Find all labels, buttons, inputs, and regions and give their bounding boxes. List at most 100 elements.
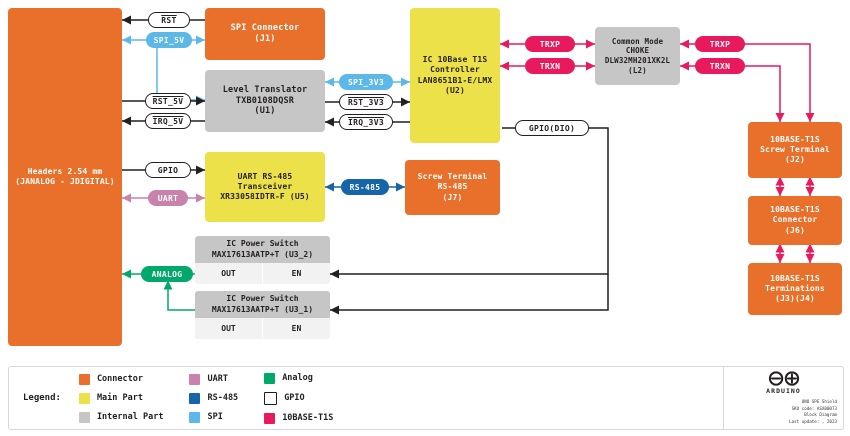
choke-line-2: CHOKE: [625, 46, 650, 56]
legend-panel: Legend: Connector Main Part Internal Par…: [8, 366, 844, 430]
choke-line-1: Common Mode: [611, 36, 664, 46]
signal-rst[interactable]: RST: [148, 12, 190, 28]
screw-485-line-1: Screw Terminal: [417, 172, 488, 182]
legend-swatch-gpio: [264, 391, 278, 405]
signal-trxn-right[interactable]: TRXN: [695, 58, 745, 74]
t1s-terminations-block[interactable]: 10BASE-T1S Terminations (J3)(J4): [748, 263, 842, 315]
arduino-infinity-logo-icon: [768, 371, 799, 386]
power-switch-u3-2-en[interactable]: EN: [262, 263, 330, 284]
brand-panel: ARDUINO UNO SPE Shield SKU code: ASX0007…: [723, 367, 843, 429]
legend-label-connector: Connector: [96, 374, 143, 384]
level-translator-line-2: TXB0108DQSR: [235, 95, 295, 106]
common-mode-choke-block[interactable]: Common Mode CHOKE DLW32MH201XK2L (L2): [595, 27, 680, 85]
power-switch-u3-2-title: IC Power Switch MAX17613AATP+T (U3_2): [195, 236, 330, 263]
signal-spi-3v3[interactable]: SPI_3V3: [339, 74, 393, 90]
legend-item-rs485: RS-485: [189, 392, 238, 404]
signal-trxp-right-label: TRXP: [709, 39, 731, 49]
legend-item-analog: Analog: [264, 372, 333, 384]
t1s-connector-block[interactable]: 10BASE-T1S Connector (J6): [748, 196, 842, 245]
screw-485-line-2: RS-485: [437, 182, 468, 192]
headers-line-2: (JANALOG - JDIGITAL): [15, 177, 115, 186]
headers-block[interactable]: Headers 2.54 mm (JANALOG - JDIGITAL): [8, 8, 122, 346]
screw-terminal-rs485-block[interactable]: Screw Terminal RS-485 (J7): [405, 160, 500, 215]
legend-swatch-internal-part: [78, 411, 90, 423]
brand-meta-line-3: Block Diagram: [804, 412, 837, 417]
arduino-wordmark: ARDUINO: [766, 387, 801, 395]
signal-rst-5v[interactable]: RST_5V: [145, 93, 191, 109]
legend-column-3: Analog GPIO 10BASE-T1S: [264, 372, 333, 424]
legend-label-main-part: Main Part: [96, 393, 143, 403]
power-switch-u3-2[interactable]: IC Power Switch MAX17613AATP+T (U3_2) OU…: [195, 236, 330, 284]
legend-item-spi: SPI: [189, 411, 238, 423]
brand-meta-line-1: UNO SPE Shield: [801, 399, 837, 404]
spi-connector-block[interactable]: SPI Connector (J1): [205, 8, 325, 60]
signal-trxp-left[interactable]: TRXP: [525, 36, 575, 52]
uart-rs485-transceiver-block[interactable]: UART RS-485 Transceiver XR33058IDTR-F (U…: [205, 152, 325, 222]
legend-swatch-connector: [78, 373, 90, 385]
psw1-title-2: MAX17613AATP+T (U3_1): [211, 304, 314, 314]
psw2-title-2: MAX17613AATP+T (U3_2): [211, 249, 314, 259]
power-switch-u3-1-out[interactable]: OUT: [195, 318, 262, 339]
legend-label-spi: SPI: [207, 412, 223, 422]
legend-item-connector: Connector: [78, 373, 164, 385]
signal-gpio-dio-label: GPIO(DIO): [528, 123, 576, 133]
signal-trxn-right-label: TRXN: [709, 61, 731, 71]
uart-line-2: Transceiver: [237, 181, 293, 191]
level-translator-line-1: Level Translator: [222, 84, 308, 95]
power-switch-u3-1-title: IC Power Switch MAX17613AATP+T (U3_1): [195, 291, 330, 318]
brand-meta: UNO SPE Shield SKU code: ASX00073 Block …: [730, 399, 837, 425]
signal-trxp-right[interactable]: TRXP: [695, 36, 745, 52]
screw-485-line-3: (J7): [442, 192, 463, 202]
signal-trxn-left[interactable]: TRXN: [525, 58, 575, 74]
t1s-screw-line-3: (J2): [785, 155, 805, 165]
signal-irq-3v3[interactable]: IRQ_3V3: [339, 114, 393, 130]
legend-swatch-uart: [189, 373, 201, 385]
t1s-screw-line-1: 10BASE-T1S: [770, 134, 820, 144]
legend-label-uart: UART: [207, 374, 228, 384]
signal-rst-3v3-label: RST_3V3: [348, 97, 384, 107]
power-switch-u3-2-out[interactable]: OUT: [195, 263, 262, 284]
signal-uart[interactable]: UART: [148, 190, 188, 206]
signal-rst-3v3[interactable]: RST_3V3: [339, 94, 393, 110]
legend-items: Legend: Connector Main Part Internal Par…: [9, 367, 723, 429]
signal-rs485-label: RS-485: [349, 182, 381, 192]
legend-column-1: Connector Main Part Internal Part: [78, 373, 164, 423]
signal-gpio-dio[interactable]: GPIO(DIO): [515, 120, 589, 136]
t1s-ctrl-line-4: (U2): [445, 85, 465, 95]
t1s-ctrl-line-3: LAN8651B1-E/LMX: [417, 75, 493, 85]
signal-rst-5v-label: RST_5V: [152, 96, 184, 106]
signal-gpio-label: GPIO: [157, 165, 179, 175]
power-switch-u3-1-en[interactable]: EN: [262, 318, 330, 339]
level-translator-block[interactable]: Level Translator TXB0108DQSR (U1): [205, 70, 325, 132]
signal-spi-5v[interactable]: SPI_5V: [146, 32, 192, 48]
signal-trxn-left-label: TRXN: [539, 61, 561, 71]
headers-line-1: Headers 2.54 mm: [27, 166, 103, 176]
legend-swatch-main-part: [78, 392, 90, 404]
signal-irq-5v[interactable]: IRQ_5V: [145, 113, 191, 129]
uart-line-1: UART RS-485: [237, 171, 293, 181]
signal-gpio[interactable]: GPIO: [145, 162, 191, 178]
legend-swatch-analog: [264, 372, 276, 384]
legend-item-internal-part: Internal Part: [78, 411, 164, 423]
t1s-term-line-2: Terminations: [765, 283, 825, 293]
power-switch-u3-1[interactable]: IC Power Switch MAX17613AATP+T (U3_1) OU…: [195, 291, 330, 339]
signal-rs485[interactable]: RS-485: [341, 179, 389, 195]
legend-swatch-10base-t1s: [264, 412, 276, 424]
legend-swatch-spi: [189, 411, 201, 423]
signal-trxp-left-label: TRXP: [539, 39, 561, 49]
psw2-title-1: IC Power Switch: [226, 239, 299, 249]
psw1-title-1: IC Power Switch: [226, 294, 299, 304]
signal-irq-5v-label: IRQ_5V: [152, 116, 184, 126]
t1s-ctrl-line-2: Controller: [430, 65, 480, 75]
legend-item-10base-t1s: 10BASE-T1S: [264, 412, 333, 424]
legend-label-internal-part: Internal Part: [96, 412, 164, 422]
t1s-screw-terminal-block[interactable]: 10BASE-T1S Screw Terminal (J2): [748, 122, 842, 178]
level-translator-line-3: (U1): [254, 106, 276, 117]
signal-uart-label: UART: [157, 193, 179, 203]
t1s-controller-block[interactable]: IC 10Base T1S Controller LAN8651B1-E/LMX…: [410, 8, 500, 143]
signal-analog[interactable]: ANALOG: [141, 266, 193, 282]
legend-label-gpio: GPIO: [284, 393, 305, 403]
signal-spi-3v3-label: SPI_3V3: [348, 77, 384, 87]
uart-line-3: XR33058IDTR-F (U5): [220, 192, 310, 202]
